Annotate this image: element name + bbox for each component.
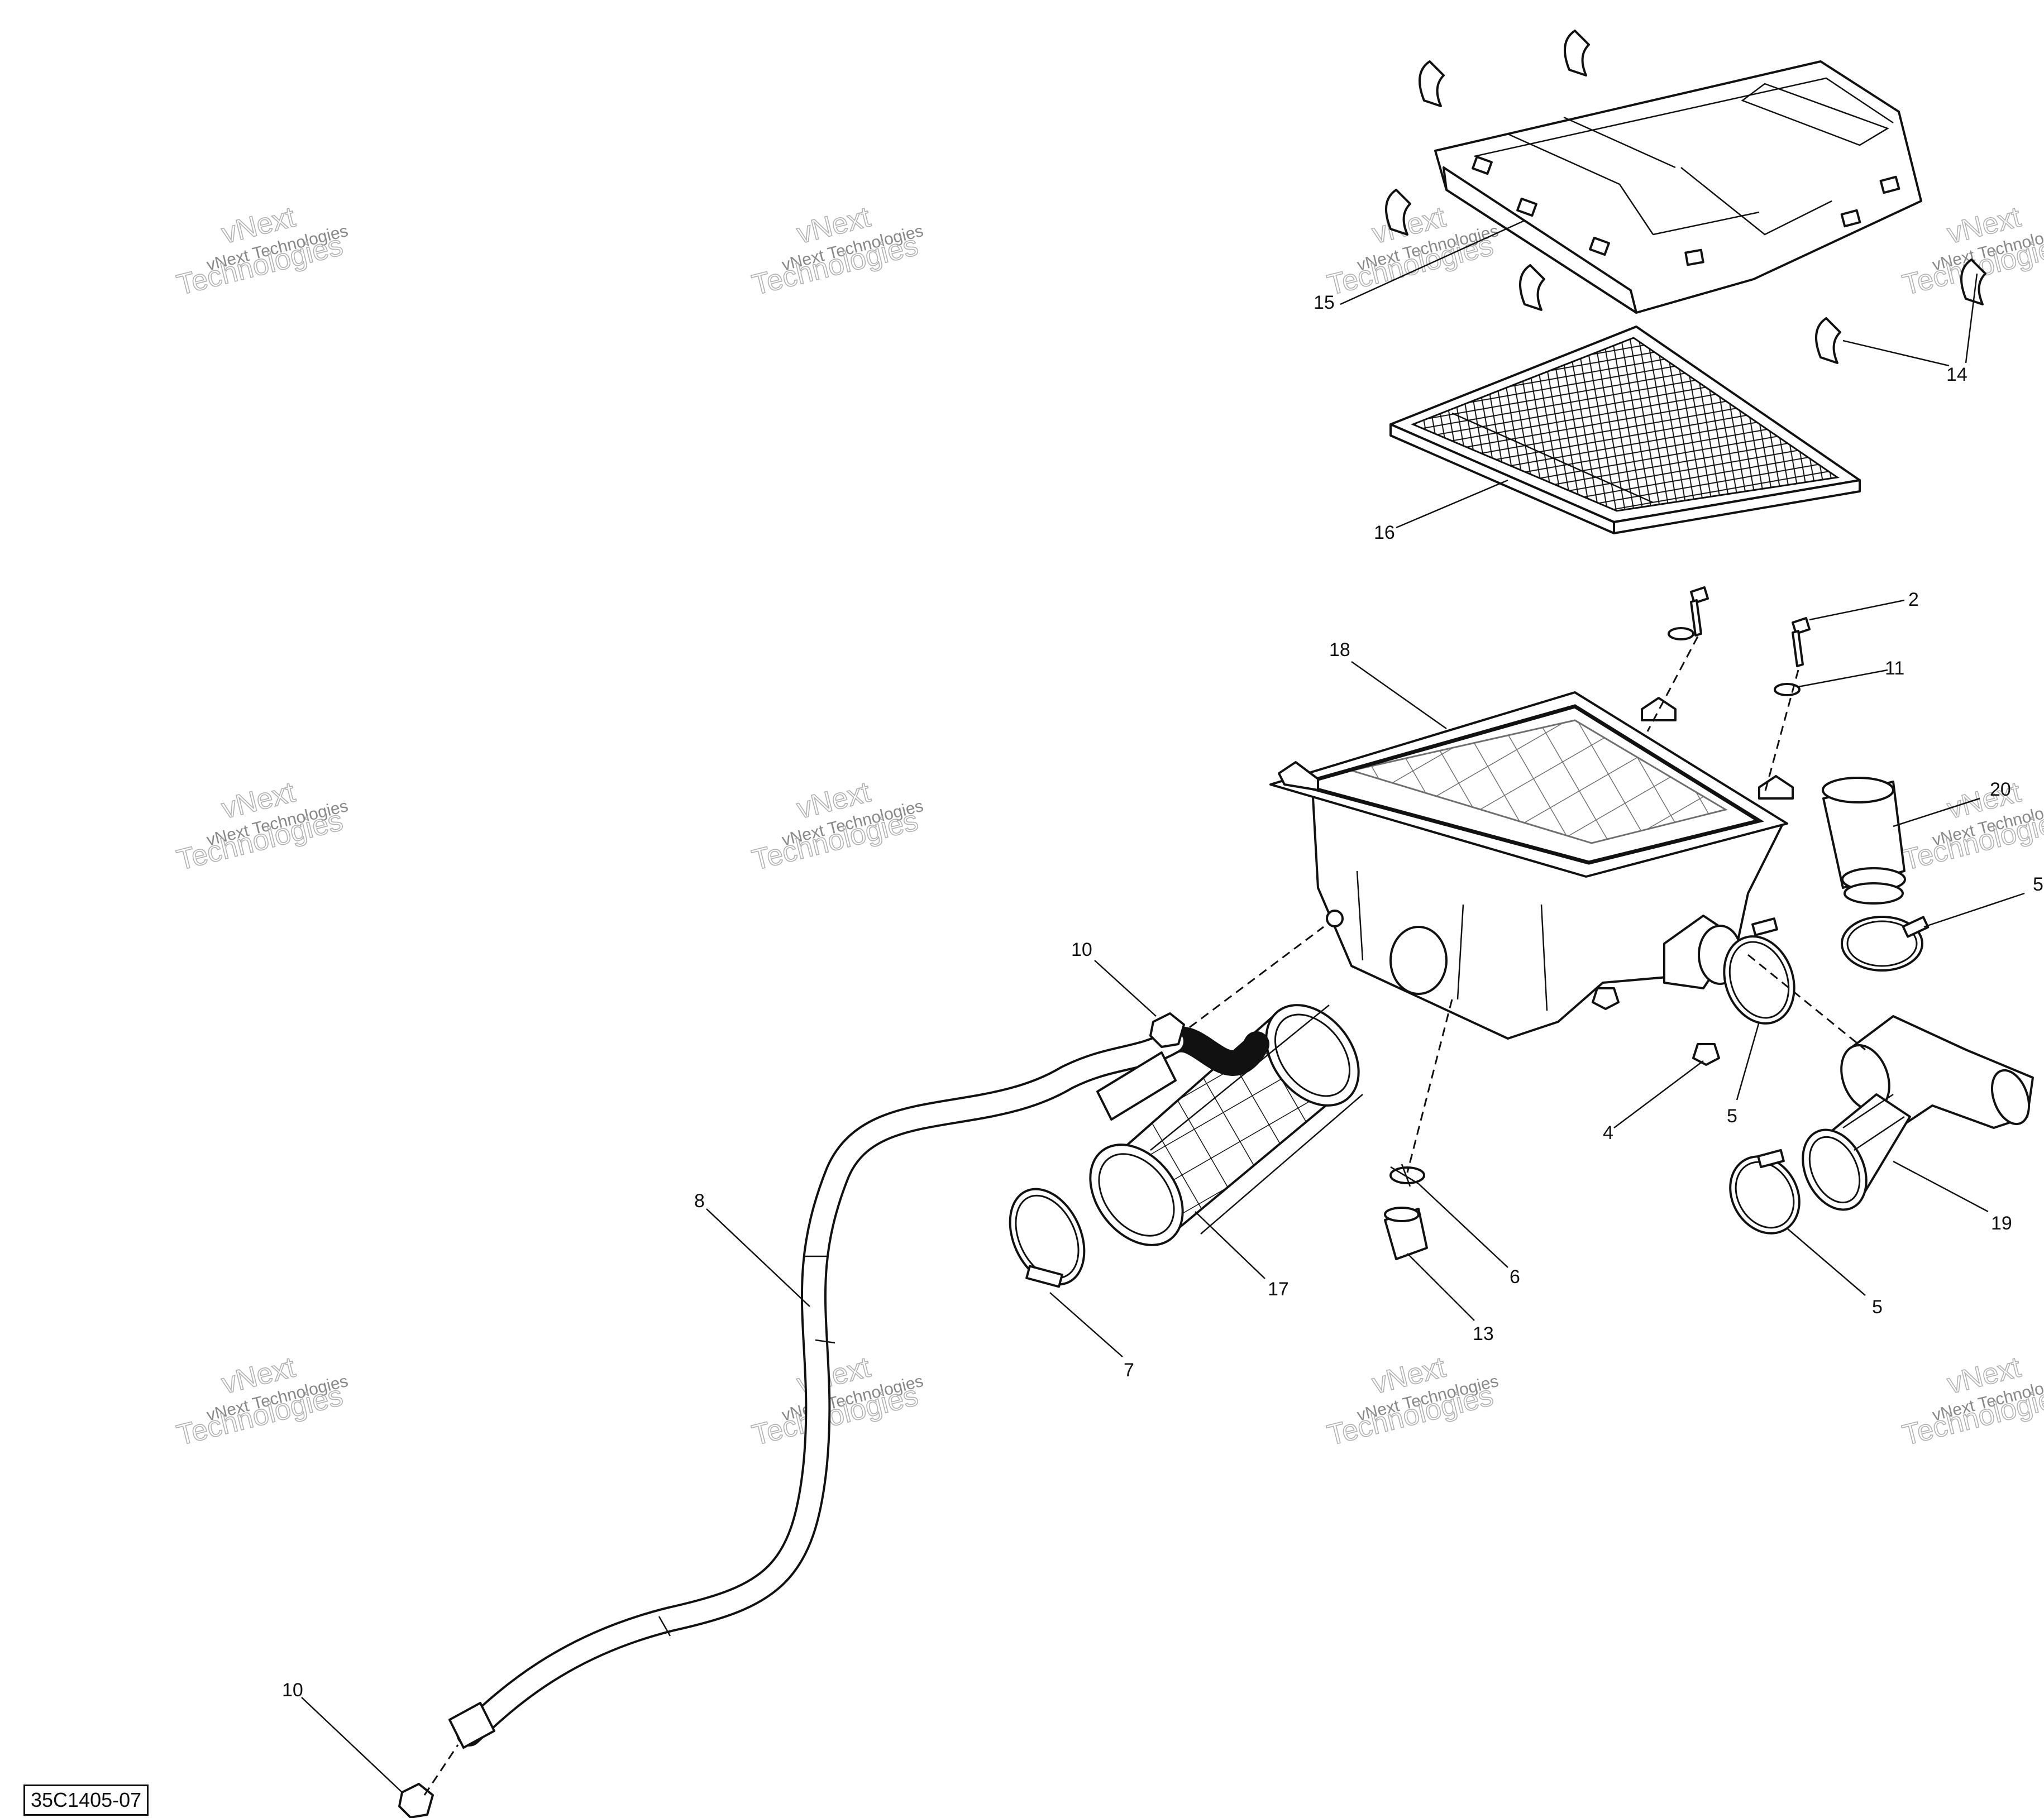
- watermark: vNext Technologies vNext Technologies: [748, 776, 925, 877]
- callout-7: 7: [1124, 1360, 1134, 1381]
- part-hose-clamp: [1009, 1188, 1086, 1288]
- callout-10-bottom: 10: [282, 1680, 303, 1701]
- callout-19: 19: [1991, 1213, 2012, 1234]
- part-breather-tube: [448, 1026, 1269, 1749]
- part-cup: [1822, 777, 1906, 905]
- callout-18: 18: [1329, 639, 1350, 661]
- part-airbox-cover: [1434, 60, 1922, 314]
- callout-8: 8: [694, 1190, 705, 1212]
- part-y-adapter: [1802, 1015, 2034, 1211]
- callout-2: 2: [1908, 589, 1919, 610]
- callout-20: 20: [1990, 779, 2011, 800]
- watermark: vNext Technologies vNext Technologies: [748, 1351, 925, 1452]
- callout-5-mid: 5: [1727, 1106, 1737, 1127]
- part-wire-clip: [1389, 1164, 1425, 1187]
- watermark: vNext Technologies vNext Technologies: [173, 776, 350, 877]
- callout-11: 11: [1885, 658, 1904, 679]
- part-screws: [1690, 586, 1811, 667]
- part-drain-cap: [1384, 1207, 1428, 1260]
- callouts: 15 14 16 2 11 18 20 5 10 5 4 8 6 17 19 1…: [282, 292, 2043, 1701]
- watermark: vNext Technologies vNext Technologies: [1899, 1351, 2044, 1452]
- watermark: vNext Technologies vNext Technologies: [748, 200, 925, 302]
- diagram-code: 35C1405-07: [23, 1784, 149, 1816]
- leader-lines: [301, 219, 2025, 1793]
- assembly-lines: [423, 636, 1866, 1796]
- callout-5-bottom: 5: [1872, 1296, 1883, 1318]
- part-small-clamps: [398, 1012, 1185, 1818]
- part-clamps: [1723, 916, 1930, 1235]
- watermark: vNext Technologies vNext Technologies: [173, 200, 350, 302]
- callout-4: 4: [1603, 1122, 1613, 1144]
- callout-14: 14: [1946, 364, 1967, 385]
- part-intake-hose: [1089, 1004, 1363, 1246]
- callout-5-right: 5: [2033, 874, 2043, 895]
- callout-16: 16: [1374, 522, 1395, 543]
- part-washers: [1668, 627, 1801, 696]
- part-air-filter: [1389, 326, 1861, 534]
- callout-15: 15: [1314, 292, 1335, 313]
- watermark: vNext Technologies vNext Technologies: [173, 1351, 350, 1452]
- callout-10-top: 10: [1071, 939, 1092, 960]
- callout-17: 17: [1268, 1279, 1289, 1300]
- callout-6: 6: [1510, 1266, 1520, 1288]
- watermark: vNext Technologies vNext Technologies: [1324, 1351, 1500, 1452]
- part-airbox: [1269, 691, 1794, 1040]
- part-nuts: [1592, 987, 1720, 1066]
- callout-13: 13: [1473, 1323, 1494, 1345]
- part-clips: [1385, 30, 1986, 364]
